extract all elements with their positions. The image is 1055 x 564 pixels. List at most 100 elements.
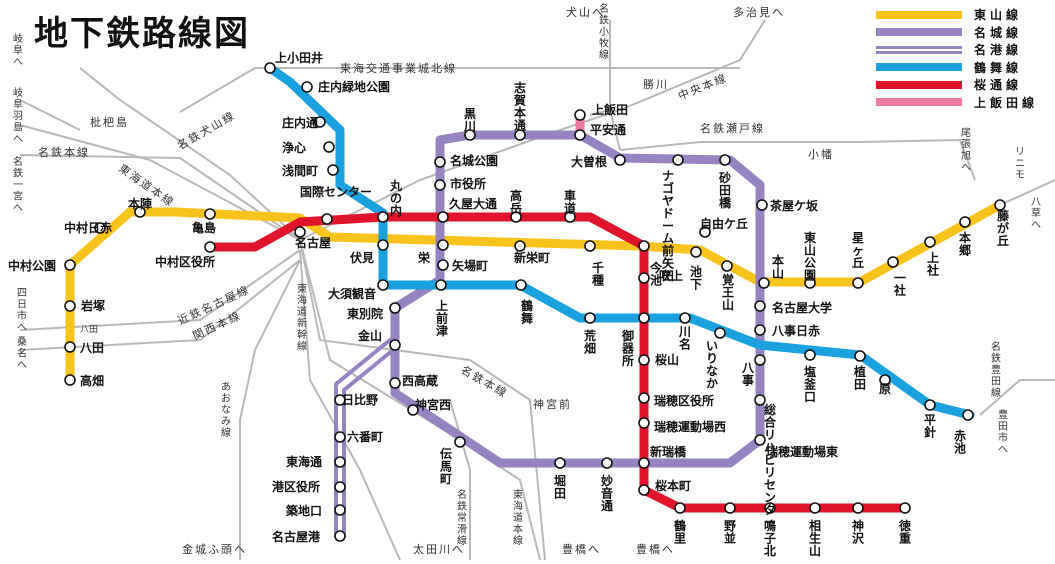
legend-label-meiko: 名港線: [974, 43, 1023, 58]
tokaikotsu-line: [179, 67, 740, 113]
station-marker-mizuhoundojohigashi: [754, 434, 766, 446]
station-label-sakae: 栄: [417, 250, 431, 265]
station-marker-sakae: [437, 239, 449, 251]
station-label-fushimi: 伏見: [350, 250, 374, 265]
station-marker-mizuhoundojonishi: [638, 417, 650, 429]
station-label-jiyugaoka: 自由ケ丘: [700, 216, 748, 231]
hatta-jr-label: 八田: [80, 324, 98, 335]
station-label-shiogamaguchi: 塩釜口: [803, 364, 817, 404]
station-label-nakamuranisseki: 中村日赤: [64, 220, 112, 235]
station-label-chayagasaka: 茶屋ケ坂: [769, 198, 819, 213]
station-marker-rokubancho: [334, 431, 346, 443]
station-label-yagoto: 八事: [741, 361, 755, 388]
station-marker-hibino: [334, 394, 346, 406]
station-marker-yabacho: [437, 259, 449, 271]
station-marker-jiyugaoka: [699, 226, 711, 238]
station-marker-chikusa: [584, 240, 596, 252]
station-label-motoyama: 本山: [772, 253, 784, 281]
station-marker-narumi: [764, 502, 776, 514]
station-label-kamimaezu: 上前津: [436, 298, 448, 338]
station-marker-nishitakakura: [389, 377, 401, 389]
meitetsu-seto-line: [619, 138, 976, 181]
station-marker-hatta: [64, 341, 76, 353]
railway-label-inuyama: 犬山へ: [566, 5, 605, 19]
station-label-nakamurakoen: 中村公園: [8, 258, 56, 273]
station-label-hara: 原: [879, 382, 891, 396]
station-marker-hirabari: [924, 399, 936, 411]
station-label-kamejima: 亀島: [192, 220, 216, 235]
railway-label-gifuhashima: 岐阜羽島へ: [13, 86, 23, 145]
station-marker-kurokawa: [464, 129, 476, 141]
station-label-hirabari: 平針: [924, 413, 936, 440]
station-label-kamisawa: 神沢: [852, 518, 865, 546]
legend-label-tsurumai: 鶴舞線: [974, 60, 1023, 75]
station-marker-joshin: [323, 141, 335, 153]
station-label-tokushige: 徳重: [898, 518, 911, 546]
station-marker-shinsakaemachi: [514, 240, 526, 252]
kintetsu-line: [19, 249, 301, 331]
station-label-irinaka: いりなか: [706, 339, 718, 391]
station-label-minatokuyakusho: 港区役所: [272, 479, 320, 494]
station-marker-arahata: [584, 312, 596, 324]
station-label-arahata: 荒畑: [583, 328, 596, 356]
legend-swatch-meiko: [876, 45, 962, 54]
station-label-kurumamichi: 車道: [564, 188, 576, 216]
station-marker-issha: [887, 256, 899, 268]
station-label-nagoyadaigaku: 名古屋大学: [772, 300, 832, 315]
legend-row-meiko: 名港線: [876, 41, 1051, 59]
station-label-ueda: 植田: [853, 364, 866, 392]
station-marker-higashibetsuin: [389, 302, 401, 314]
legend-row-meijo: 名城線: [876, 24, 1051, 42]
station-label-kawana: 川名: [678, 325, 691, 352]
station-marker-hara: [879, 374, 891, 386]
station-label-shonaidori: 庄内通: [282, 115, 318, 130]
station-label-yabacho: 矢場町: [452, 258, 488, 273]
station-marker-hoshigaoka: [852, 277, 864, 289]
station-marker-kamimaezu: [435, 279, 447, 291]
station-marker-aioiyama: [809, 502, 821, 514]
station-marker-tokaidori: [334, 456, 346, 468]
station-marker-ikeshita: [690, 246, 702, 258]
station-marker-marunouchi: [377, 211, 389, 223]
station-marker-takaoka: [510, 211, 522, 223]
legend-swatch-meijo: [876, 28, 962, 37]
station-marker-tsurumai: [515, 279, 527, 291]
station-marker-kanayama: [389, 339, 401, 351]
station-label-fukiage: 吹上: [659, 268, 683, 283]
station-label-nagoyako: 名古屋港: [272, 529, 321, 544]
meitetsu-tokoname-line: [449, 399, 471, 560]
station-label-tsurusato: 鶴里: [674, 518, 686, 546]
station-label-tsurumai: 鶴舞: [520, 298, 533, 326]
station-marker-horita: [554, 457, 566, 469]
station-marker-takabata: [64, 374, 76, 386]
station-label-mizuhoundojonishi: 瑞穂運動場西: [654, 419, 726, 434]
railway-label-toyohashi1: 豊橋へ: [562, 542, 601, 556]
station-label-marunouchi: 丸の内: [389, 178, 403, 218]
station-label-nonami: 野並: [724, 519, 736, 546]
station-label-takaoka: 高岳: [510, 188, 522, 216]
station-marker-kamiotai: [264, 62, 276, 74]
station-marker-heiandori: [574, 129, 586, 141]
station-marker-motoyama: [758, 277, 770, 289]
station-marker-mizuhokuyakusho: [638, 392, 650, 404]
meitetsu-honsen-line: [19, 154, 546, 561]
railway-label-meitetsuhonsen: 名鉄本線: [38, 145, 90, 159]
station-marker-sengencho: [327, 164, 339, 176]
linimo-line: [999, 179, 1055, 206]
station-label-shiyakusho: 市役所: [450, 176, 486, 191]
railway-label-tokaidohonsen2: 東海道本線: [513, 488, 523, 547]
station-label-nakamurakuyakusho: 中村区役所: [155, 254, 215, 269]
station-label-heiandori: 平安通: [590, 122, 626, 137]
station-marker-tsurusato: [674, 502, 686, 514]
station-marker-nagoyadome: [672, 154, 684, 166]
station-marker-kamisawa: [852, 502, 864, 514]
higashiyama-line: [65, 200, 1005, 385]
station-label-aratamabashi: 新瑞橋: [650, 444, 687, 459]
station-label-jinnaka: 本陣: [128, 196, 152, 211]
legend-label-meijo: 名城線: [974, 25, 1023, 40]
station-label-shigahondori: 志賀本通: [513, 80, 526, 133]
railway-label-toyohashi2: 豊橋へ: [636, 542, 675, 556]
station-marker-gokisho: [638, 312, 650, 324]
station-label-kamiiida: 上飯田: [592, 102, 628, 117]
